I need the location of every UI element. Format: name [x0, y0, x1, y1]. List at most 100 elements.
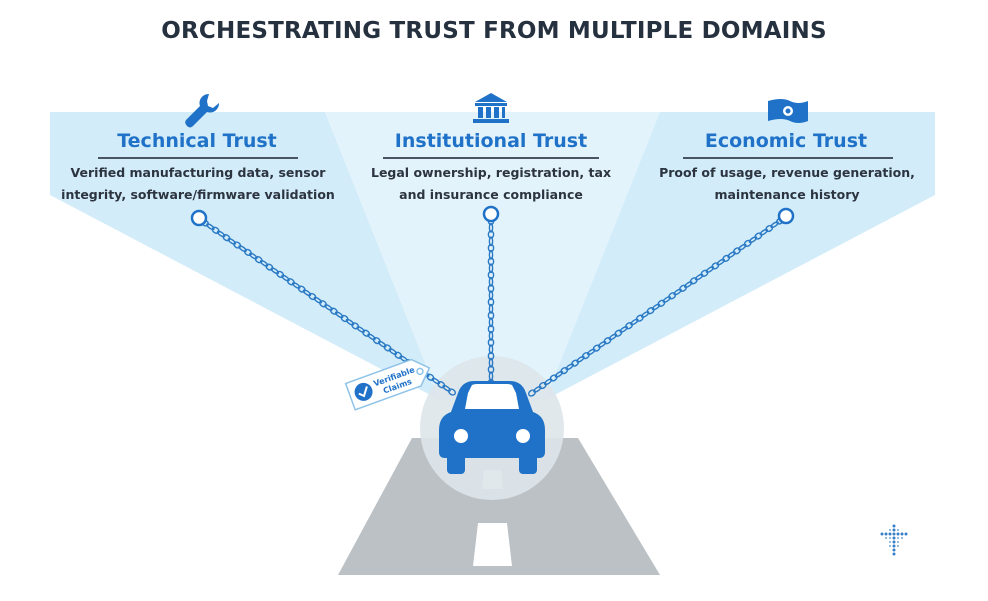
- logo-dot: [880, 532, 884, 536]
- technical-chain-link: [442, 384, 451, 392]
- technical-chain-link: [233, 241, 242, 249]
- logo-dot: [904, 532, 908, 536]
- logo-dot: [892, 552, 896, 556]
- institutional-chain-link: [488, 357, 494, 368]
- technical-chain-link: [388, 348, 398, 356]
- economic-chain-link: [678, 284, 688, 292]
- technical-chain-link: [345, 318, 355, 326]
- institutional-chain-link: [487, 338, 495, 347]
- logo-dot: [896, 528, 900, 532]
- logo-dot: [892, 532, 896, 536]
- economic-chain-link: [673, 288, 682, 296]
- beam-economic: [545, 112, 935, 400]
- economic-chain-link: [738, 243, 747, 251]
- logo-dot: [900, 536, 904, 540]
- logo-dot: [888, 528, 892, 532]
- technical-chain-link: [281, 274, 290, 282]
- technical-chain-link: [426, 373, 435, 381]
- economic-chain-link: [560, 366, 569, 375]
- technical-chain-link: [351, 322, 360, 330]
- institutional-trust-underline: [383, 157, 599, 159]
- institutional-chain-link: [488, 222, 494, 233]
- technical-chain-link: [367, 333, 376, 341]
- institutional-chain-link: [488, 249, 494, 260]
- logo-dot: [888, 536, 892, 540]
- logo-dot: [892, 524, 896, 528]
- technical-chain-link: [216, 230, 226, 238]
- economic-trust-heading: Economic Trust: [704, 130, 868, 152]
- economic-chain-link: [732, 247, 741, 255]
- logo-dot: [896, 540, 900, 544]
- logo-dot: [888, 532, 892, 536]
- technical-chain-link: [227, 237, 237, 245]
- economic-chain-link: [722, 254, 731, 263]
- road: [338, 438, 660, 575]
- technical-chain-link: [243, 248, 253, 257]
- institutional-chain-link: [488, 263, 494, 274]
- economic-chain-link: [538, 381, 547, 390]
- economic-chain-link: [608, 333, 618, 341]
- technical-chain-link: [308, 292, 317, 301]
- economic-chain-link: [554, 370, 564, 378]
- economic-chain-link: [694, 273, 704, 281]
- dotted-cross-logo-icon: [880, 524, 908, 556]
- logo-dot: [896, 544, 900, 548]
- institutional-chain-link: [488, 276, 494, 287]
- economic-chain-link: [603, 337, 612, 345]
- technical-chain-link: [431, 377, 441, 385]
- logo-dot: [892, 548, 896, 552]
- technical-chain-link: [377, 340, 387, 348]
- technical-trust-description: Verified manufacturing data, sensor inte…: [61, 165, 335, 202]
- road-dash-lower: [473, 523, 512, 566]
- institutional-trust-heading: Institutional Trust: [394, 130, 588, 152]
- wrench-icon: [185, 93, 220, 128]
- institutional-chain-link: [488, 330, 494, 341]
- economic-chain-link: [630, 318, 639, 326]
- economic-chain-link: [614, 329, 623, 337]
- institutional-chain-link: [488, 371, 494, 382]
- technical-chain-link: [372, 336, 381, 345]
- technical-chain-link: [259, 259, 269, 267]
- economic-chain-link: [571, 359, 580, 367]
- economic-chain-link: [597, 340, 607, 348]
- technical-chain-link: [437, 381, 446, 389]
- logo-dot: [896, 532, 900, 536]
- page-title: ORCHESTRATING TRUST FROM MULTIPLE DOMAIN…: [161, 18, 827, 44]
- technical-chain-link: [265, 263, 274, 271]
- economic-chain-link: [727, 251, 736, 259]
- anchor-ring-institutional: [482, 205, 500, 223]
- chain-links: [200, 216, 785, 397]
- institutional-chain-link: [488, 303, 494, 314]
- technical-chain-link: [276, 270, 285, 279]
- economic-chain-link: [651, 303, 661, 311]
- economic-trust-underline: [683, 157, 893, 159]
- institutional-chain-link: [488, 236, 494, 247]
- institutional-chain-link: [488, 290, 494, 301]
- technical-chain-link: [206, 223, 215, 231]
- technical-chain-link: [270, 267, 280, 275]
- economic-chain-link: [684, 281, 693, 289]
- institutional-chain-link: [487, 284, 495, 293]
- logo-dot: [884, 532, 888, 536]
- institutional-chain-link: [488, 344, 494, 355]
- economic-chain-link: [549, 374, 558, 382]
- economic-chain-link: [759, 228, 769, 236]
- institutional-chain-link: [487, 230, 495, 239]
- technical-chain-link: [394, 351, 403, 359]
- economic-chain-link: [576, 355, 585, 363]
- economic-chain-link: [770, 221, 779, 229]
- technical-chain-link: [383, 344, 392, 352]
- institutional-chain-link: [487, 351, 495, 361]
- economic-chain-link: [646, 307, 655, 315]
- economic-chain-link: [711, 262, 720, 270]
- institutional-chain-link: [487, 365, 495, 374]
- economic-chain-link: [635, 314, 644, 322]
- economic-chain-link: [743, 239, 752, 248]
- economic-chain-link: [640, 311, 650, 318]
- technical-chain-link: [324, 304, 333, 311]
- institutional-chain-link: [487, 297, 495, 307]
- logo-dot: [888, 544, 892, 548]
- logo-dot: [892, 540, 896, 544]
- institutional-trust-description: Legal ownership, registration, tax and i…: [370, 165, 612, 202]
